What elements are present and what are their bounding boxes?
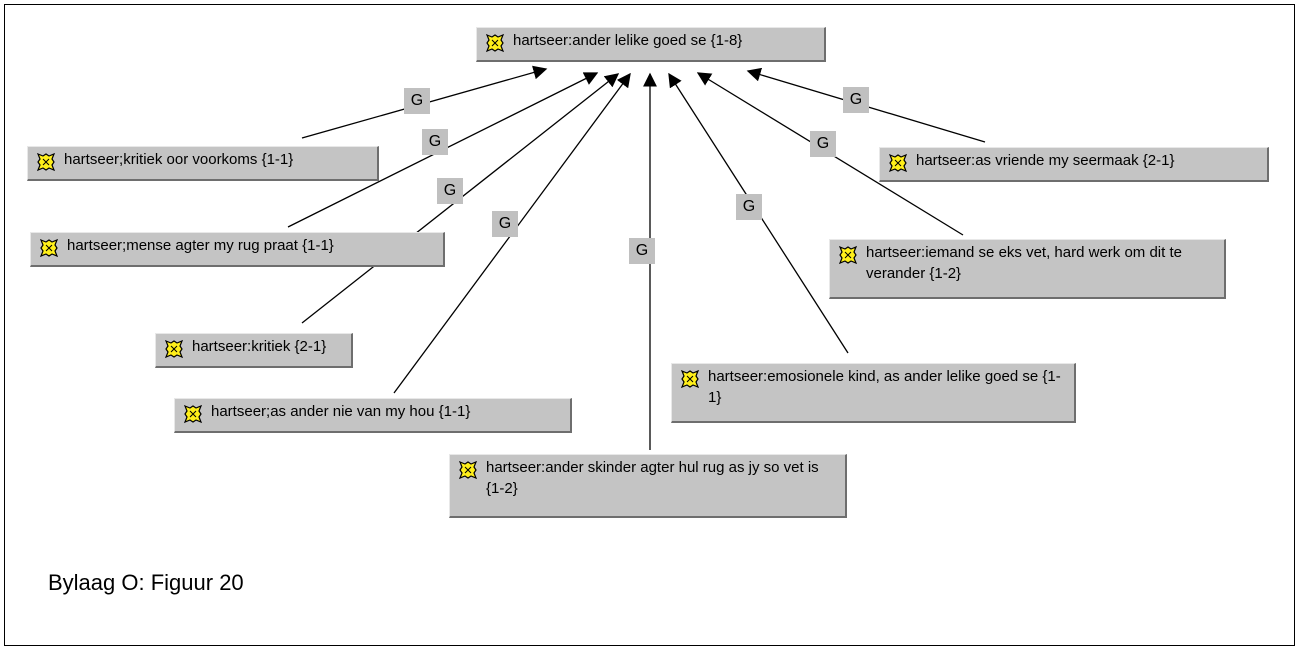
edge-label-n6: G xyxy=(736,194,762,220)
network-node-icon xyxy=(680,369,700,389)
node-emosionele-kind[interactable]: hartseer:emosionele kind, as ander lelik… xyxy=(671,363,1076,423)
network-node-icon xyxy=(36,152,56,172)
node-kritiek-oor-voorkoms[interactable]: hartseer;kritiek oor voorkoms {1-1} xyxy=(27,146,379,181)
network-node-icon xyxy=(458,460,478,480)
node-label: hartseer;kritiek oor voorkoms {1-1} xyxy=(64,151,294,168)
network-node-icon xyxy=(39,238,59,258)
node-root[interactable]: hartseer:ander lelike goed se {1-8} xyxy=(476,27,826,62)
node-label: hartseer;mense agter my rug praat {1-1} xyxy=(67,237,334,254)
node-label: hartseer;as ander nie van my hou {1-1} xyxy=(211,403,471,420)
network-node-icon xyxy=(485,33,505,53)
node-ander-skinder-agter-hul-rug[interactable]: hartseer:ander skinder agter hul rug as … xyxy=(449,454,847,518)
figure-caption: Bylaag O: Figuur 20 xyxy=(48,570,244,595)
figure-frame xyxy=(4,4,1295,646)
edge-label-n4: G xyxy=(492,211,518,237)
edge-label-n1: G xyxy=(404,88,430,114)
edge-label-n8: G xyxy=(843,87,869,113)
node-label: hartseer:as vriende my seermaak {2-1} xyxy=(916,152,1175,169)
node-as-ander-nie-van-my-hou[interactable]: hartseer;as ander nie van my hou {1-1} xyxy=(174,398,572,433)
node-label: hartseer:ander skinder agter hul rug as … xyxy=(486,459,819,497)
edge-label-n5: G xyxy=(629,238,655,264)
network-node-icon xyxy=(164,339,184,359)
node-iemand-se-eks-vet[interactable]: hartseer:iemand se eks vet, hard werk om… xyxy=(829,239,1226,299)
node-as-vriende-my-seermaak[interactable]: hartseer:as vriende my seermaak {2-1} xyxy=(879,147,1269,182)
edge-label-n7: G xyxy=(810,131,836,157)
network-node-icon xyxy=(888,153,908,173)
node-mense-agter-my-rug-praat[interactable]: hartseer;mense agter my rug praat {1-1} xyxy=(30,232,445,267)
edge-label-n2: G xyxy=(422,129,448,155)
edge-label-n3: G xyxy=(437,178,463,204)
node-label: hartseer:kritiek {2-1} xyxy=(192,338,327,355)
node-kritiek[interactable]: hartseer:kritiek {2-1} xyxy=(155,333,353,368)
node-label: hartseer:iemand se eks vet, hard werk om… xyxy=(866,244,1182,282)
node-label: hartseer:ander lelike goed se {1-8} xyxy=(513,32,743,49)
network-node-icon xyxy=(183,404,203,424)
network-node-icon xyxy=(838,245,858,265)
node-label: hartseer:emosionele kind, as ander lelik… xyxy=(708,368,1061,406)
